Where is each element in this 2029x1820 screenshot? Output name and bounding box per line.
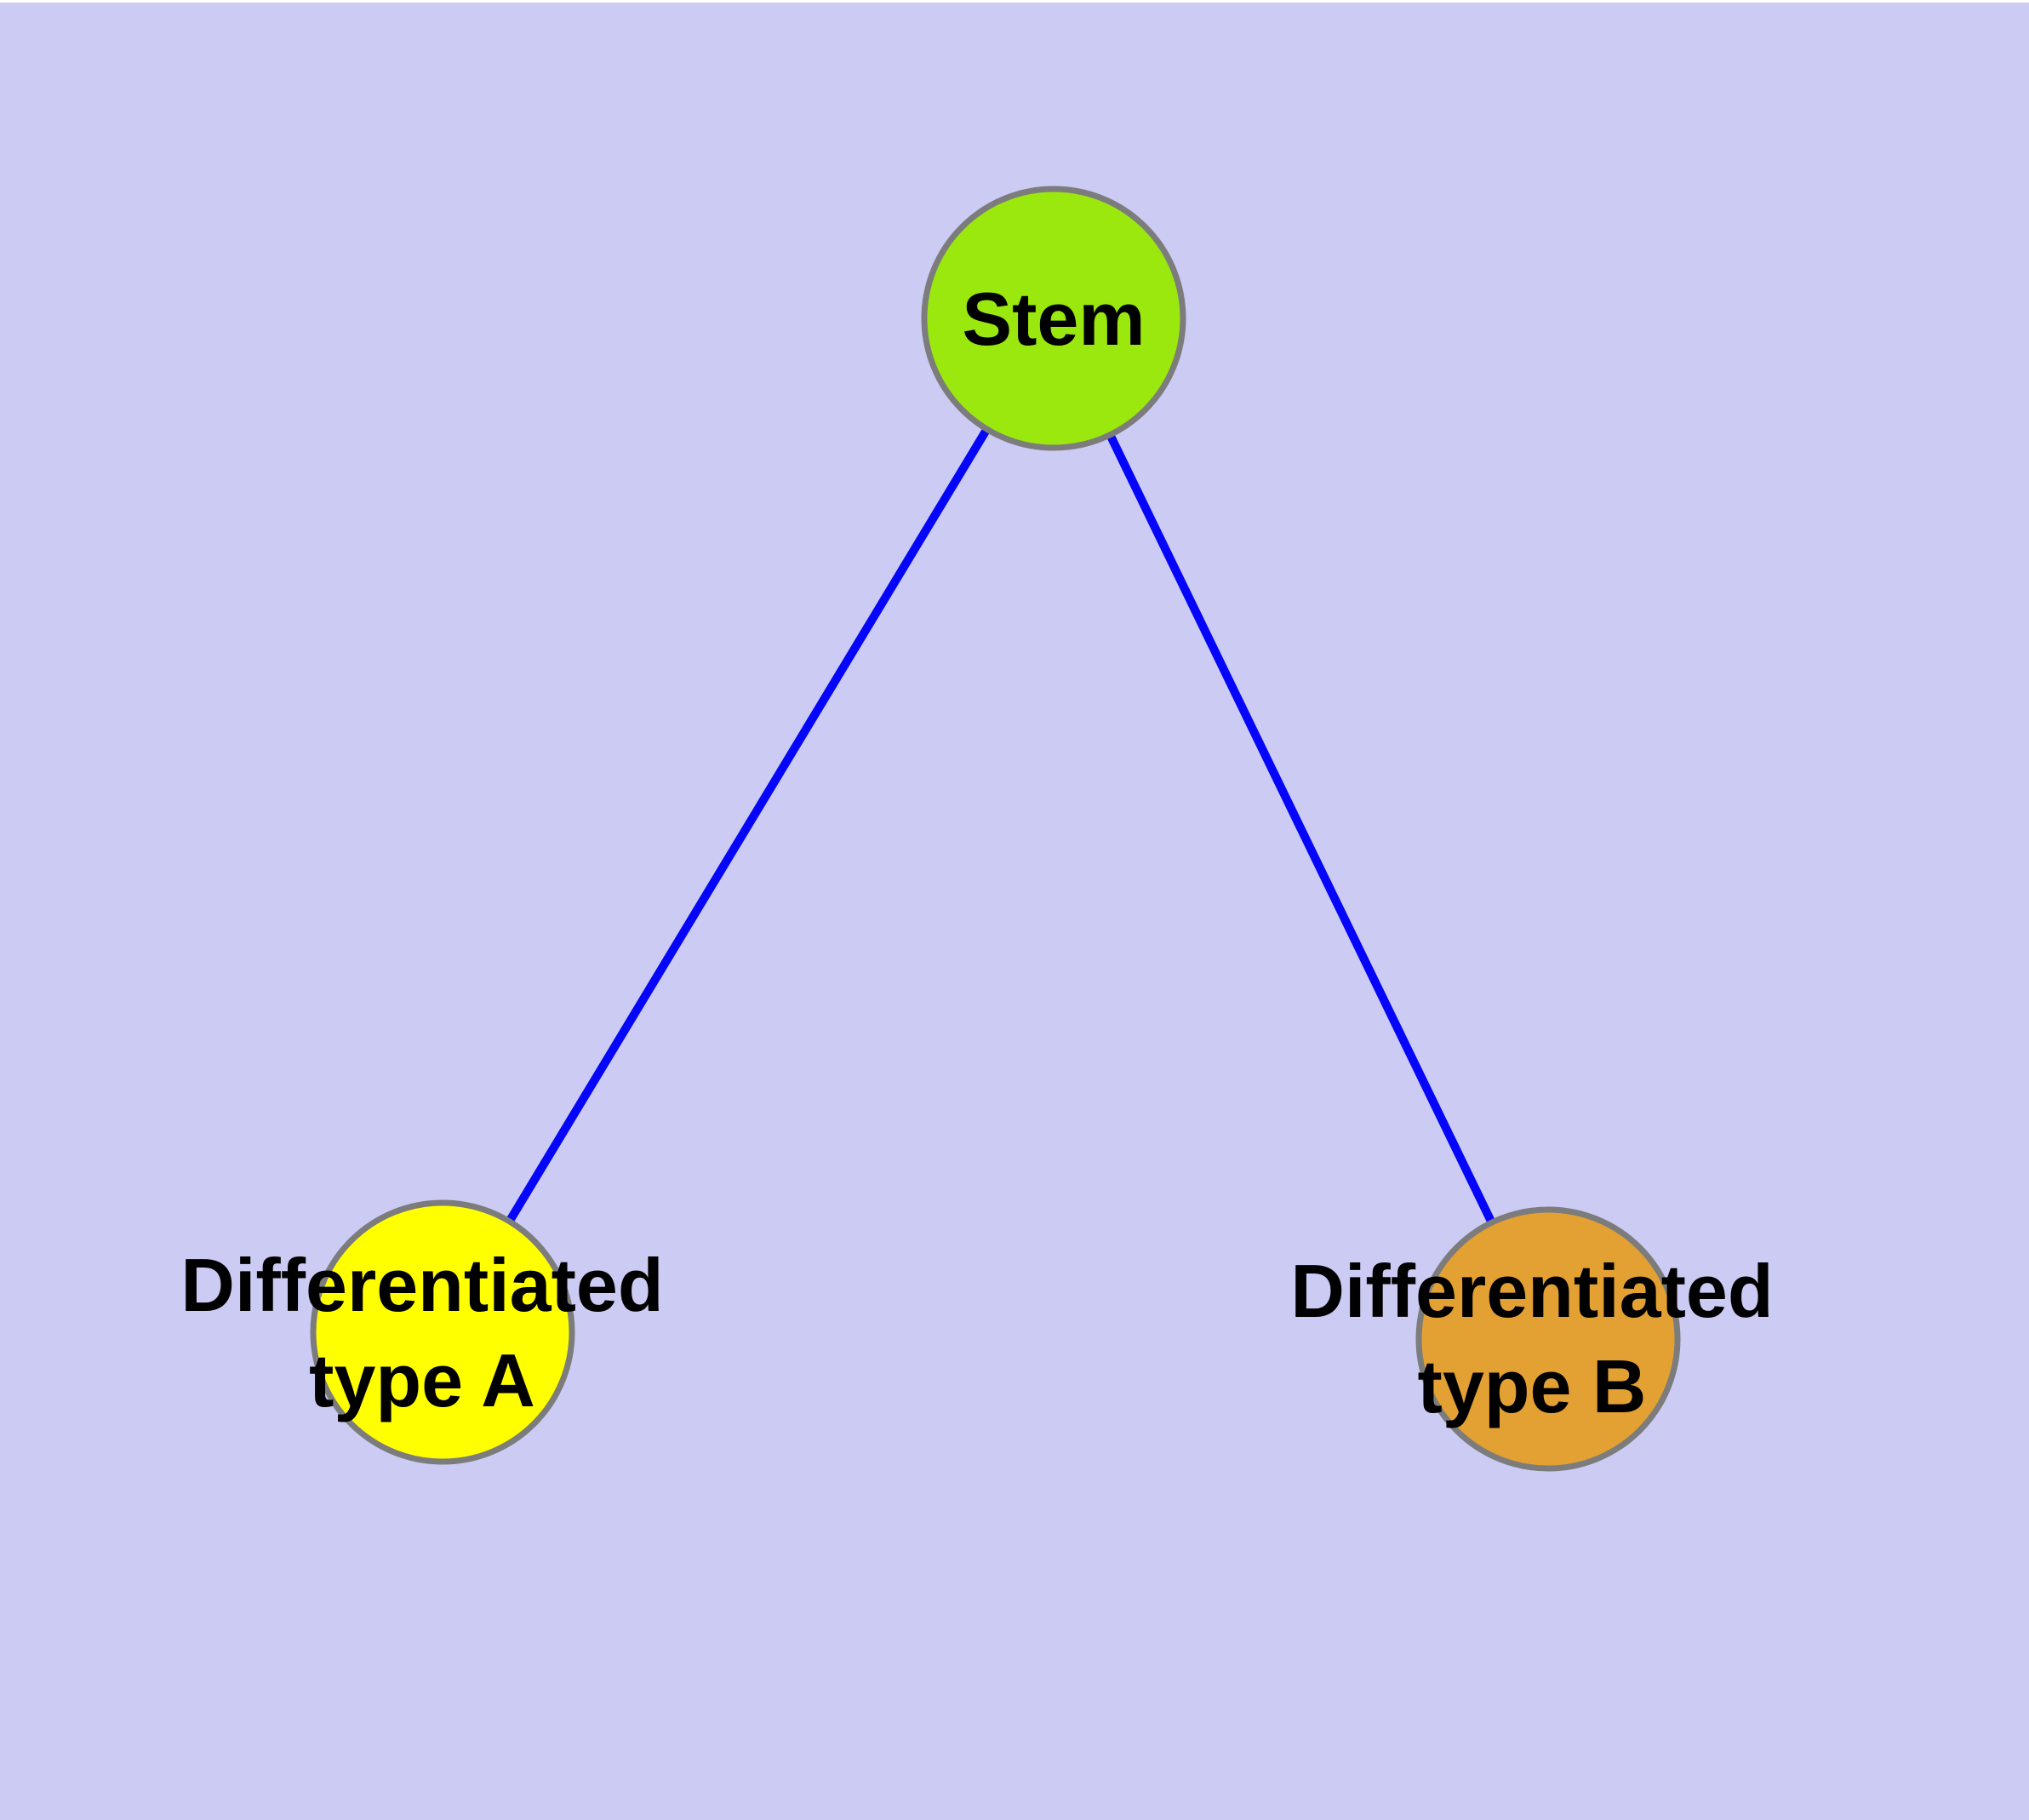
label-line: type A [309, 1338, 535, 1422]
node-type-a-label: Differentiated type A [180, 1238, 663, 1428]
label-line: Differentiated [1290, 1249, 1774, 1333]
node-type-a-circle [310, 1199, 575, 1465]
label-line: Differentiated [180, 1243, 664, 1327]
node-stem-circle [921, 186, 1186, 451]
label-line: Stem [962, 277, 1146, 361]
node-stem-label: Stem [962, 272, 1145, 367]
edge-stem-to-type-a [438, 316, 1058, 1335]
edge-stem-to-type-b [1049, 316, 1552, 1342]
node-type-b-label: Differentiated type B [1290, 1244, 1773, 1434]
label-line: type B [1417, 1344, 1647, 1428]
node-type-b-circle [1415, 1206, 1681, 1472]
